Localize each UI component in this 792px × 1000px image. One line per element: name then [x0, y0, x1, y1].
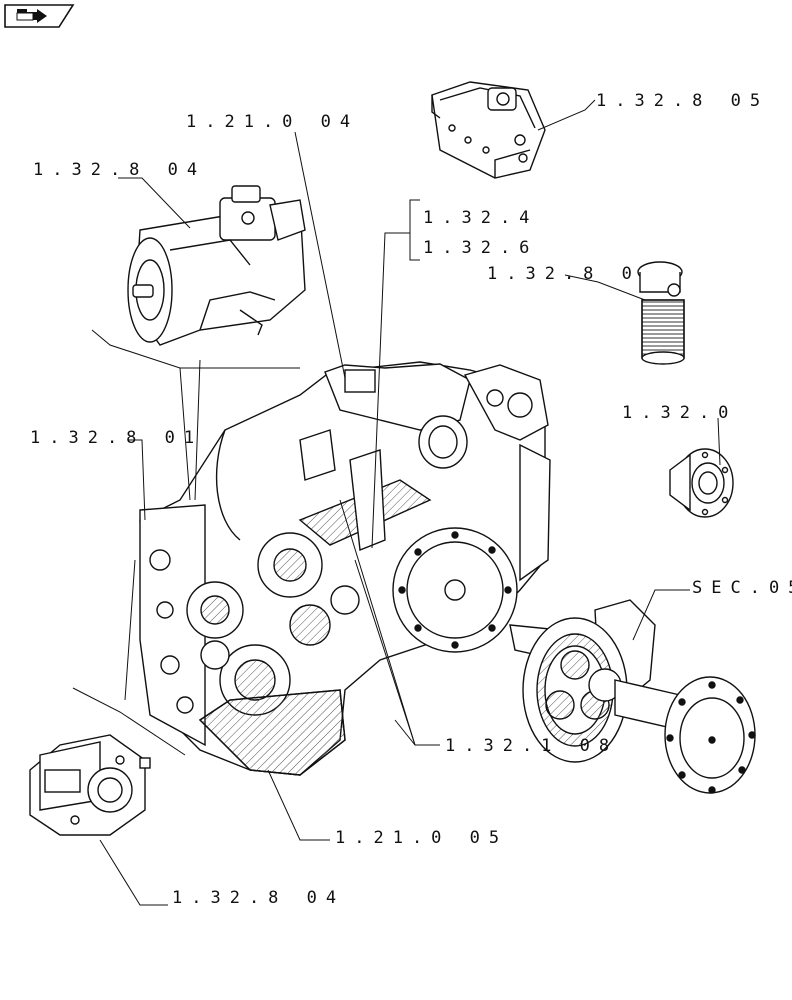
- callout-1-32-1-08[interactable]: 1.32.1 08: [445, 736, 619, 756]
- callout-1-21-0-05[interactable]: 1.21.0 05: [335, 828, 509, 848]
- callout-1-32-8-04-top[interactable]: 1.32.8 04: [33, 160, 207, 180]
- callout-sec-05[interactable]: SEC.05: [692, 578, 792, 598]
- callout-1-32-8-05[interactable]: 1.32.8 05: [596, 91, 770, 111]
- transmission-housing: [139, 361, 551, 776]
- arrow-right-icon: [4, 4, 75, 28]
- hydraulic-pump-lower: [29, 734, 151, 836]
- leader-lines: [72, 99, 721, 906]
- callout-1-32-8-0[interactable]: 1.32.8 0: [487, 264, 641, 284]
- output-flange: [669, 448, 734, 518]
- control-valve-block: [431, 81, 546, 179]
- callout-1-21-0-04[interactable]: 1.21.0 04: [186, 112, 360, 132]
- callout-1-32-4[interactable]: 1.32.4: [423, 208, 539, 228]
- callout-1-32-8-04-bottom[interactable]: 1.32.8 04: [172, 888, 346, 908]
- callout-1-32-0[interactable]: 1.32.0: [622, 403, 738, 423]
- final-drive-assembly: [509, 599, 756, 794]
- next-page-button[interactable]: [3, 3, 75, 29]
- callout-1-32-8-01[interactable]: 1.32.8 01: [30, 428, 204, 448]
- callout-1-32-6[interactable]: 1.32.6: [423, 238, 539, 258]
- hydraulic-filter: [637, 261, 685, 365]
- hydraulic-pump-upper: [127, 185, 306, 346]
